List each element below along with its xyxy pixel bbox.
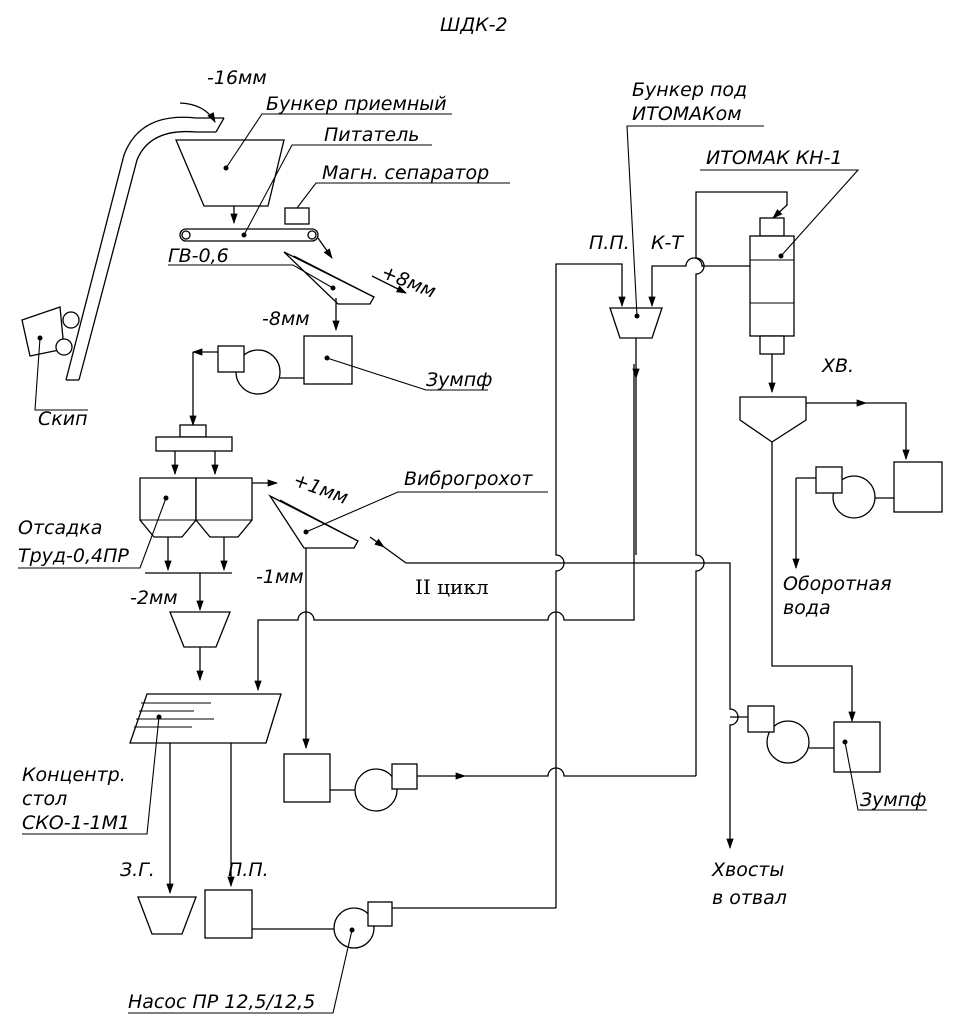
label-hvosty-2: в отвал	[712, 887, 787, 909]
kt-line	[648, 257, 750, 308]
pump-minus1	[330, 763, 696, 812]
itomak-kn1: ИТОМАК КН-1	[700, 147, 860, 394]
label-bunker-itomak-1: Бункер под	[632, 79, 747, 101]
bunker-priemny: Бункер приемный -16мм	[175, 67, 452, 225]
label-zumpf-2: Зумпф	[860, 789, 926, 811]
pp-riser	[555, 263, 622, 908]
label-zg: З.Г.	[120, 859, 155, 881]
label-pp-bottom: П.П.	[228, 859, 269, 881]
return-line	[254, 364, 635, 692]
zumpf-2: Зумпф	[833, 721, 927, 811]
hvosty-line: Хвосты в отвал	[711, 562, 787, 909]
pump-1	[189, 345, 304, 427]
gv-screen: ГВ-0,6 +8мм -8мм	[168, 245, 439, 332]
label-magn-separator: Магн. сепаратор	[322, 162, 489, 184]
label-zumpf-1: Зумпф	[426, 369, 492, 391]
zumpf-1: Зумпф	[303, 335, 492, 391]
label-pitatel: Питатель	[324, 124, 419, 146]
label-kt: К-Т	[651, 232, 684, 254]
zg-cone: З.Г.	[120, 859, 197, 935]
label-nasos: Насос ПР 12,5/12,5	[128, 991, 315, 1013]
label-koncentr-1: Концентр.	[22, 764, 126, 786]
diagram-title: ШДК-2	[440, 14, 508, 36]
label-skip: Скип	[38, 408, 88, 430]
label-oborot-1: Оборотная	[783, 573, 892, 595]
label-hv: ХВ.	[821, 355, 854, 377]
label-bunker-itomak-2: ИТОМАКом	[632, 103, 742, 125]
label-otsadka-1: Отсадка	[18, 517, 102, 539]
itomak-feed-line	[695, 191, 788, 776]
oborot-pump: Оборотная вода	[783, 466, 894, 619]
cone-minus2	[169, 611, 231, 682]
pump-zumpf-2	[730, 705, 834, 764]
otsadka-jig: Отсадка Труд-0,4ПР -2мм	[18, 424, 279, 612]
label-minus8: -8мм	[262, 308, 310, 330]
label-gv: ГВ-0,6	[168, 245, 229, 267]
label-minus1: -1мм	[256, 566, 304, 588]
label-vibrogrokhot: Виброгрохот	[404, 468, 533, 490]
box-minus1	[283, 753, 331, 803]
label-plus1: +1мм	[290, 469, 351, 509]
label-oborot-2: вода	[783, 597, 831, 619]
hv-thickener: ХВ.	[739, 355, 910, 723]
vibrogrokhot: Виброгрохот +1мм II цикл -1мм	[256, 468, 725, 750]
oborot-tank	[893, 461, 943, 513]
label-koncentr-2: стол	[22, 788, 67, 810]
label-cycle2: II цикл	[415, 575, 489, 599]
label-koncentr-3: СКО-1-1М1	[22, 812, 130, 834]
pitatel-feeder: Питатель	[179, 124, 432, 242]
label-itomak: ИТОМАК КН-1	[706, 147, 842, 169]
label-plus8: +8мм	[378, 261, 439, 303]
koncentr-stol: Концентр. стол СКО-1-1М1	[22, 693, 282, 895]
label-bunker-priemny: Бункер приемный	[266, 93, 447, 115]
nasos-pump: Насос ПР 12,5/12,5	[128, 901, 556, 1014]
pp-box-bottom: П.П.	[204, 859, 269, 939]
magn-separator: Магн. сепаратор	[284, 162, 510, 259]
label-hvosty-1: Хвосты	[711, 859, 784, 881]
label-minus16: -16мм	[207, 67, 267, 89]
label-otsadka-2: Труд-0,4ПР	[18, 545, 129, 567]
skip-conveyor: Скип	[21, 102, 225, 430]
label-pp-top: П.П.	[589, 232, 630, 254]
bunker-itomak: Бункер под ИТОМАКом	[609, 79, 764, 555]
label-minus2: -2мм	[130, 587, 178, 609]
